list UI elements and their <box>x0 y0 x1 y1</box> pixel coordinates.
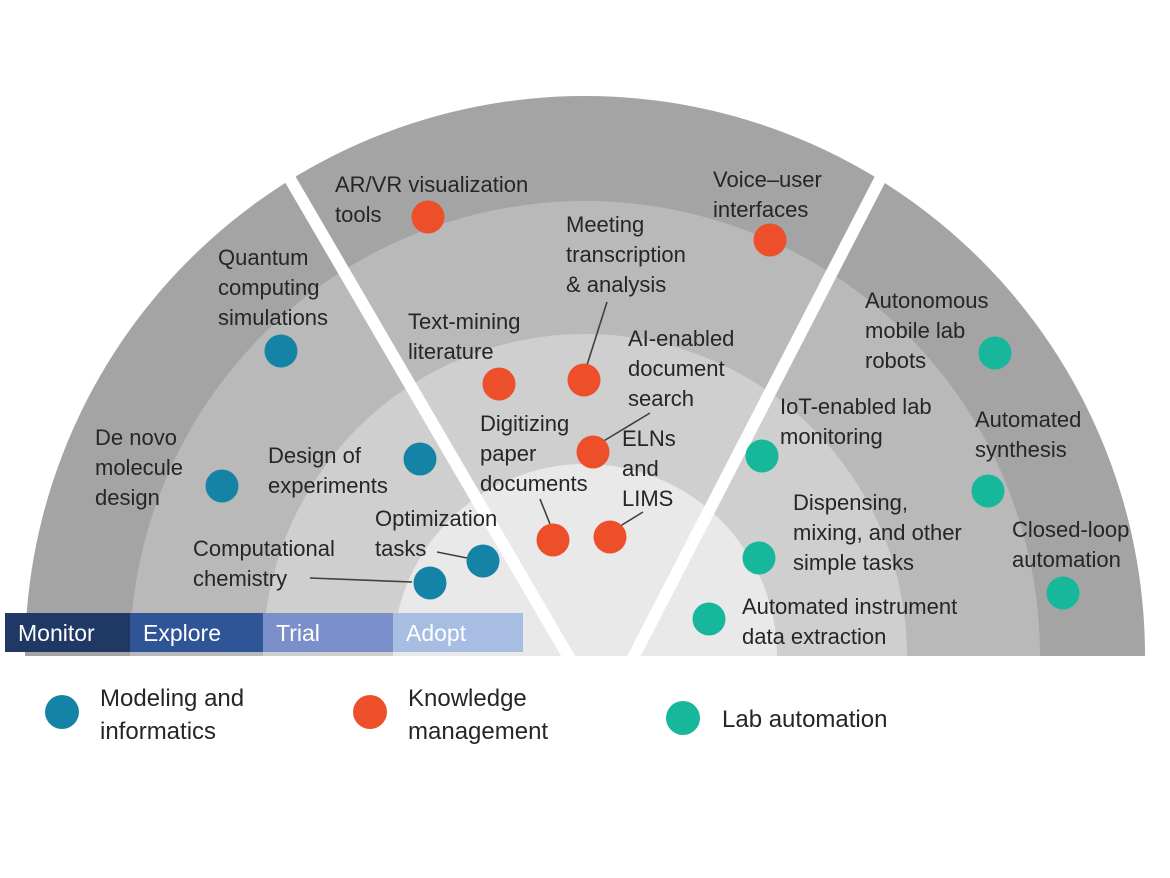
item-dot-ar-vr-visualization-tools <box>411 200 445 234</box>
stage-bar-explore <box>130 613 263 652</box>
sector-divider <box>582 157 896 748</box>
item-dot-closed-loop-automation <box>1046 576 1080 610</box>
stage-bar-label-adopt: Adopt <box>406 620 467 646</box>
legend-dot-lab <box>666 701 700 735</box>
item-dot-meeting-transcription-analysis <box>567 363 601 397</box>
leader-line-digitizing-paper-documents <box>539 498 551 525</box>
leader-line-meeting-transcription-analysis <box>586 301 608 366</box>
leader-line-ai-enabled-document-search <box>601 412 651 443</box>
stage-bar-adopt <box>393 613 523 652</box>
item-dot-elns-and-lims <box>593 520 627 554</box>
leader-line-optimization-tasks <box>436 551 468 559</box>
item-dot-voice-user-interfaces <box>753 223 787 257</box>
item-dot-dispensing-mixing-simple-tasks <box>742 541 776 575</box>
item-dot-optimization-tasks <box>466 544 500 578</box>
item-dot-ai-enabled-document-search <box>576 435 610 469</box>
legend-dot-knowledge <box>353 695 387 729</box>
item-dot-design-of-experiments <box>403 442 437 476</box>
legend-label-lab: Lab automation <box>722 706 887 733</box>
legend-dot-modeling <box>45 695 79 729</box>
item-dot-computational-chemistry <box>413 566 447 600</box>
item-dot-automated-instrument-data-extraction <box>692 602 726 636</box>
item-dot-iot-enabled-lab-monitoring <box>745 439 779 473</box>
stage-bar-label-explore: Explore <box>143 620 221 646</box>
sector-divider <box>273 156 626 749</box>
stage-bar-monitor <box>5 613 130 652</box>
stage-bar-label-trial: Trial <box>276 620 320 646</box>
item-dot-text-mining-literature <box>482 367 516 401</box>
item-dot-automated-synthesis <box>971 474 1005 508</box>
leader-line-computational-chemistry <box>309 577 413 583</box>
item-dot-digitizing-paper-documents <box>536 523 570 557</box>
item-dot-autonomous-mobile-lab-robots <box>978 336 1012 370</box>
item-dot-quantum-computing-simulations <box>264 334 298 368</box>
stage-bar-label-monitor: Monitor <box>18 620 95 646</box>
stage-bar-trial <box>263 613 393 652</box>
item-dot-de-novo-molecule-design <box>205 469 239 503</box>
